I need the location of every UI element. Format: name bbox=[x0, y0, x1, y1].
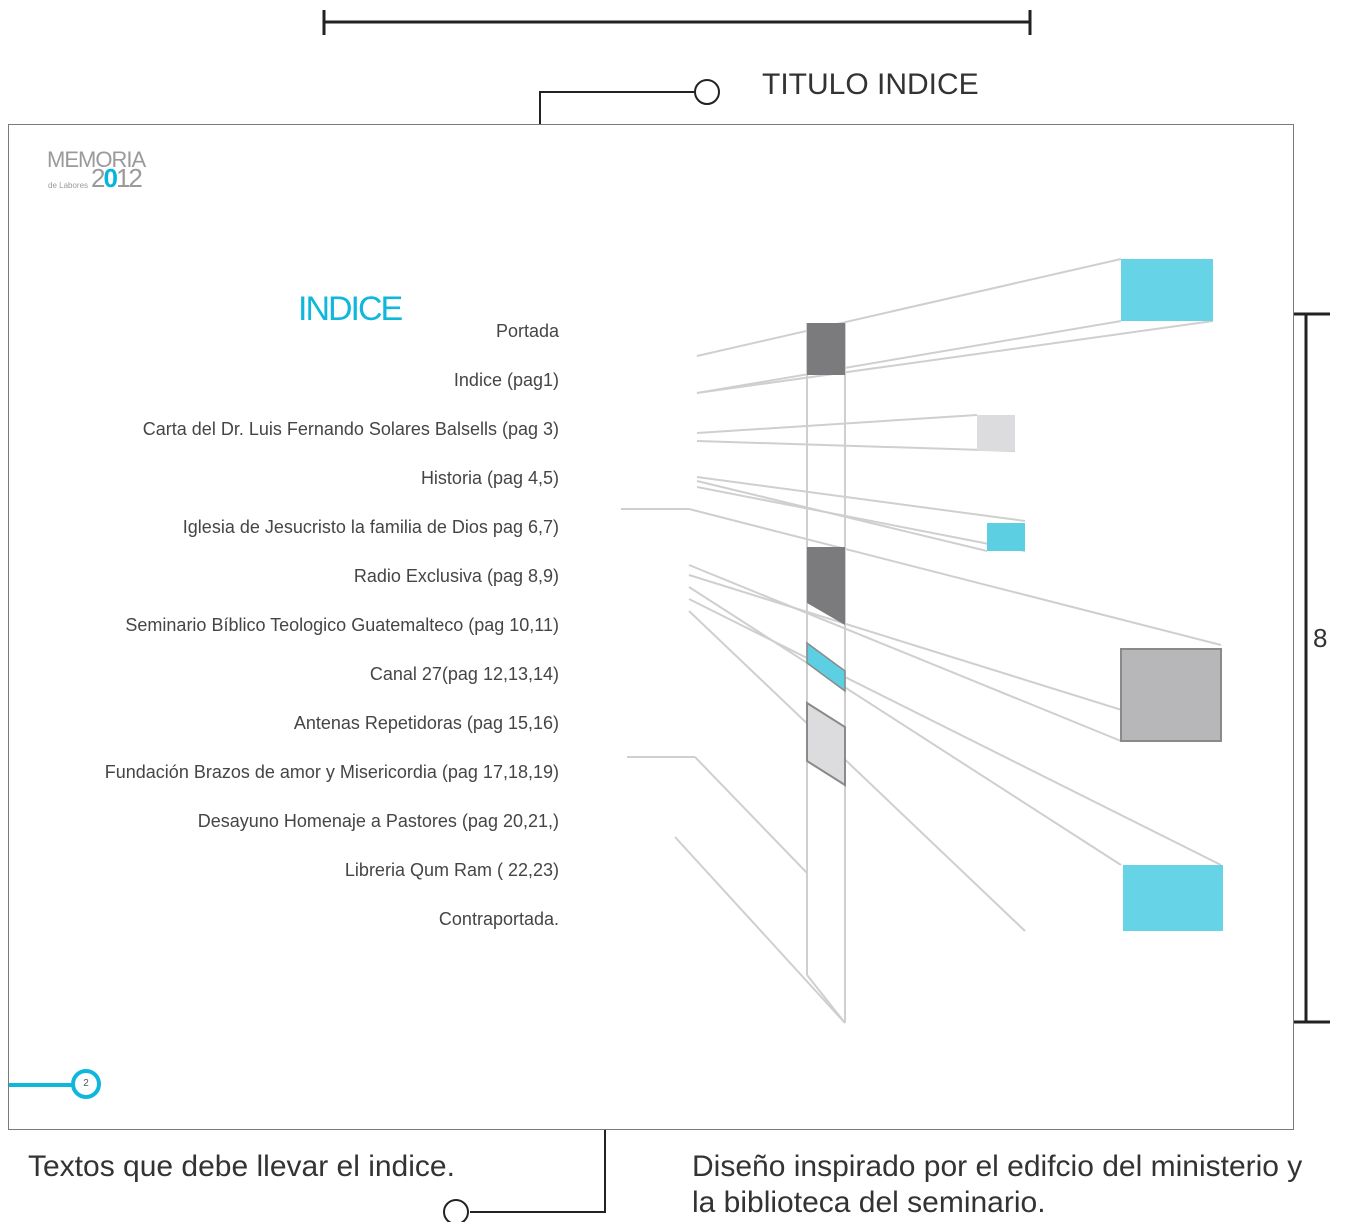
gray-block-large bbox=[1120, 648, 1222, 742]
building-illustration bbox=[9, 258, 1223, 1087]
logo-subtitle: de Labores bbox=[48, 181, 89, 190]
texts-annotation-label: Textos que debe llevar el indice. bbox=[28, 1150, 455, 1183]
index-page: MEMORIA de Labores 2012 INDICE bbox=[8, 124, 1294, 1130]
cyan-block-mid bbox=[806, 641, 846, 693]
logo-year-suffix: 12 bbox=[115, 163, 143, 193]
toc-item-radio[interactable]: Radio Exclusiva (pag 8,9) bbox=[353, 566, 559, 586]
page-number-badge: 2 bbox=[71, 1069, 101, 1099]
cyan-block-bottom bbox=[1123, 865, 1223, 931]
design-note-line2: la biblioteca del seminario. bbox=[692, 1186, 1046, 1219]
toc-item-historia[interactable]: Historia (pag 4,5) bbox=[420, 468, 559, 488]
toc-item-portada[interactable]: Portada bbox=[495, 321, 559, 341]
toc-item-libreria[interactable]: Libreria Qum Ram ( 22,23) bbox=[344, 860, 559, 880]
light-block bbox=[977, 415, 1015, 451]
light-block-mid bbox=[806, 701, 846, 787]
index-title: INDICE bbox=[298, 290, 403, 328]
width-dimension-bar bbox=[322, 10, 1032, 35]
toc-item-fundacion[interactable]: Fundación Brazos de amor y Misericordia … bbox=[104, 762, 559, 782]
dark-block-top bbox=[807, 323, 845, 375]
logo-title: MEMORIA bbox=[47, 147, 146, 172]
toc-item-carta[interactable]: Carta del Dr. Luis Fernando Solares Bals… bbox=[142, 419, 559, 439]
toc-item-iglesia[interactable]: Iglesia de Jesucristo la familia de Dios… bbox=[182, 517, 559, 537]
logo-year-prefix: 2 bbox=[91, 163, 106, 193]
cyan-block-small bbox=[987, 523, 1025, 551]
logo-year: 2012 bbox=[91, 163, 143, 194]
cyan-block-top bbox=[1121, 259, 1213, 321]
height-dimension-label: 8 bbox=[1313, 623, 1328, 653]
toc-item-indice[interactable]: Indice (pag1) bbox=[453, 370, 559, 390]
toc-item-canal[interactable]: Canal 27(pag 12,13,14) bbox=[369, 664, 559, 684]
toc-item-antenas[interactable]: Antenas Repetidoras (pag 15,16) bbox=[293, 713, 559, 733]
toc-item-seminario[interactable]: Seminario Bíblico Teologico Guatemalteco… bbox=[125, 615, 559, 635]
memoria-logo: MEMORIA de Labores 2012 bbox=[47, 147, 157, 197]
title-annotation-label: TITULO INDICE bbox=[762, 68, 979, 101]
logo-year-accent: 0 bbox=[103, 163, 118, 193]
design-note-line1: Diseño inspirado por el edifcio del mini… bbox=[692, 1150, 1303, 1183]
toc-item-desayuno[interactable]: Desayuno Homenaje a Pastores (pag 20,21,… bbox=[197, 811, 559, 831]
dark-block-mid bbox=[807, 547, 845, 625]
toc-item-contraportada[interactable]: Contraportada. bbox=[438, 909, 559, 929]
height-dimension-bar bbox=[1294, 312, 1330, 1024]
